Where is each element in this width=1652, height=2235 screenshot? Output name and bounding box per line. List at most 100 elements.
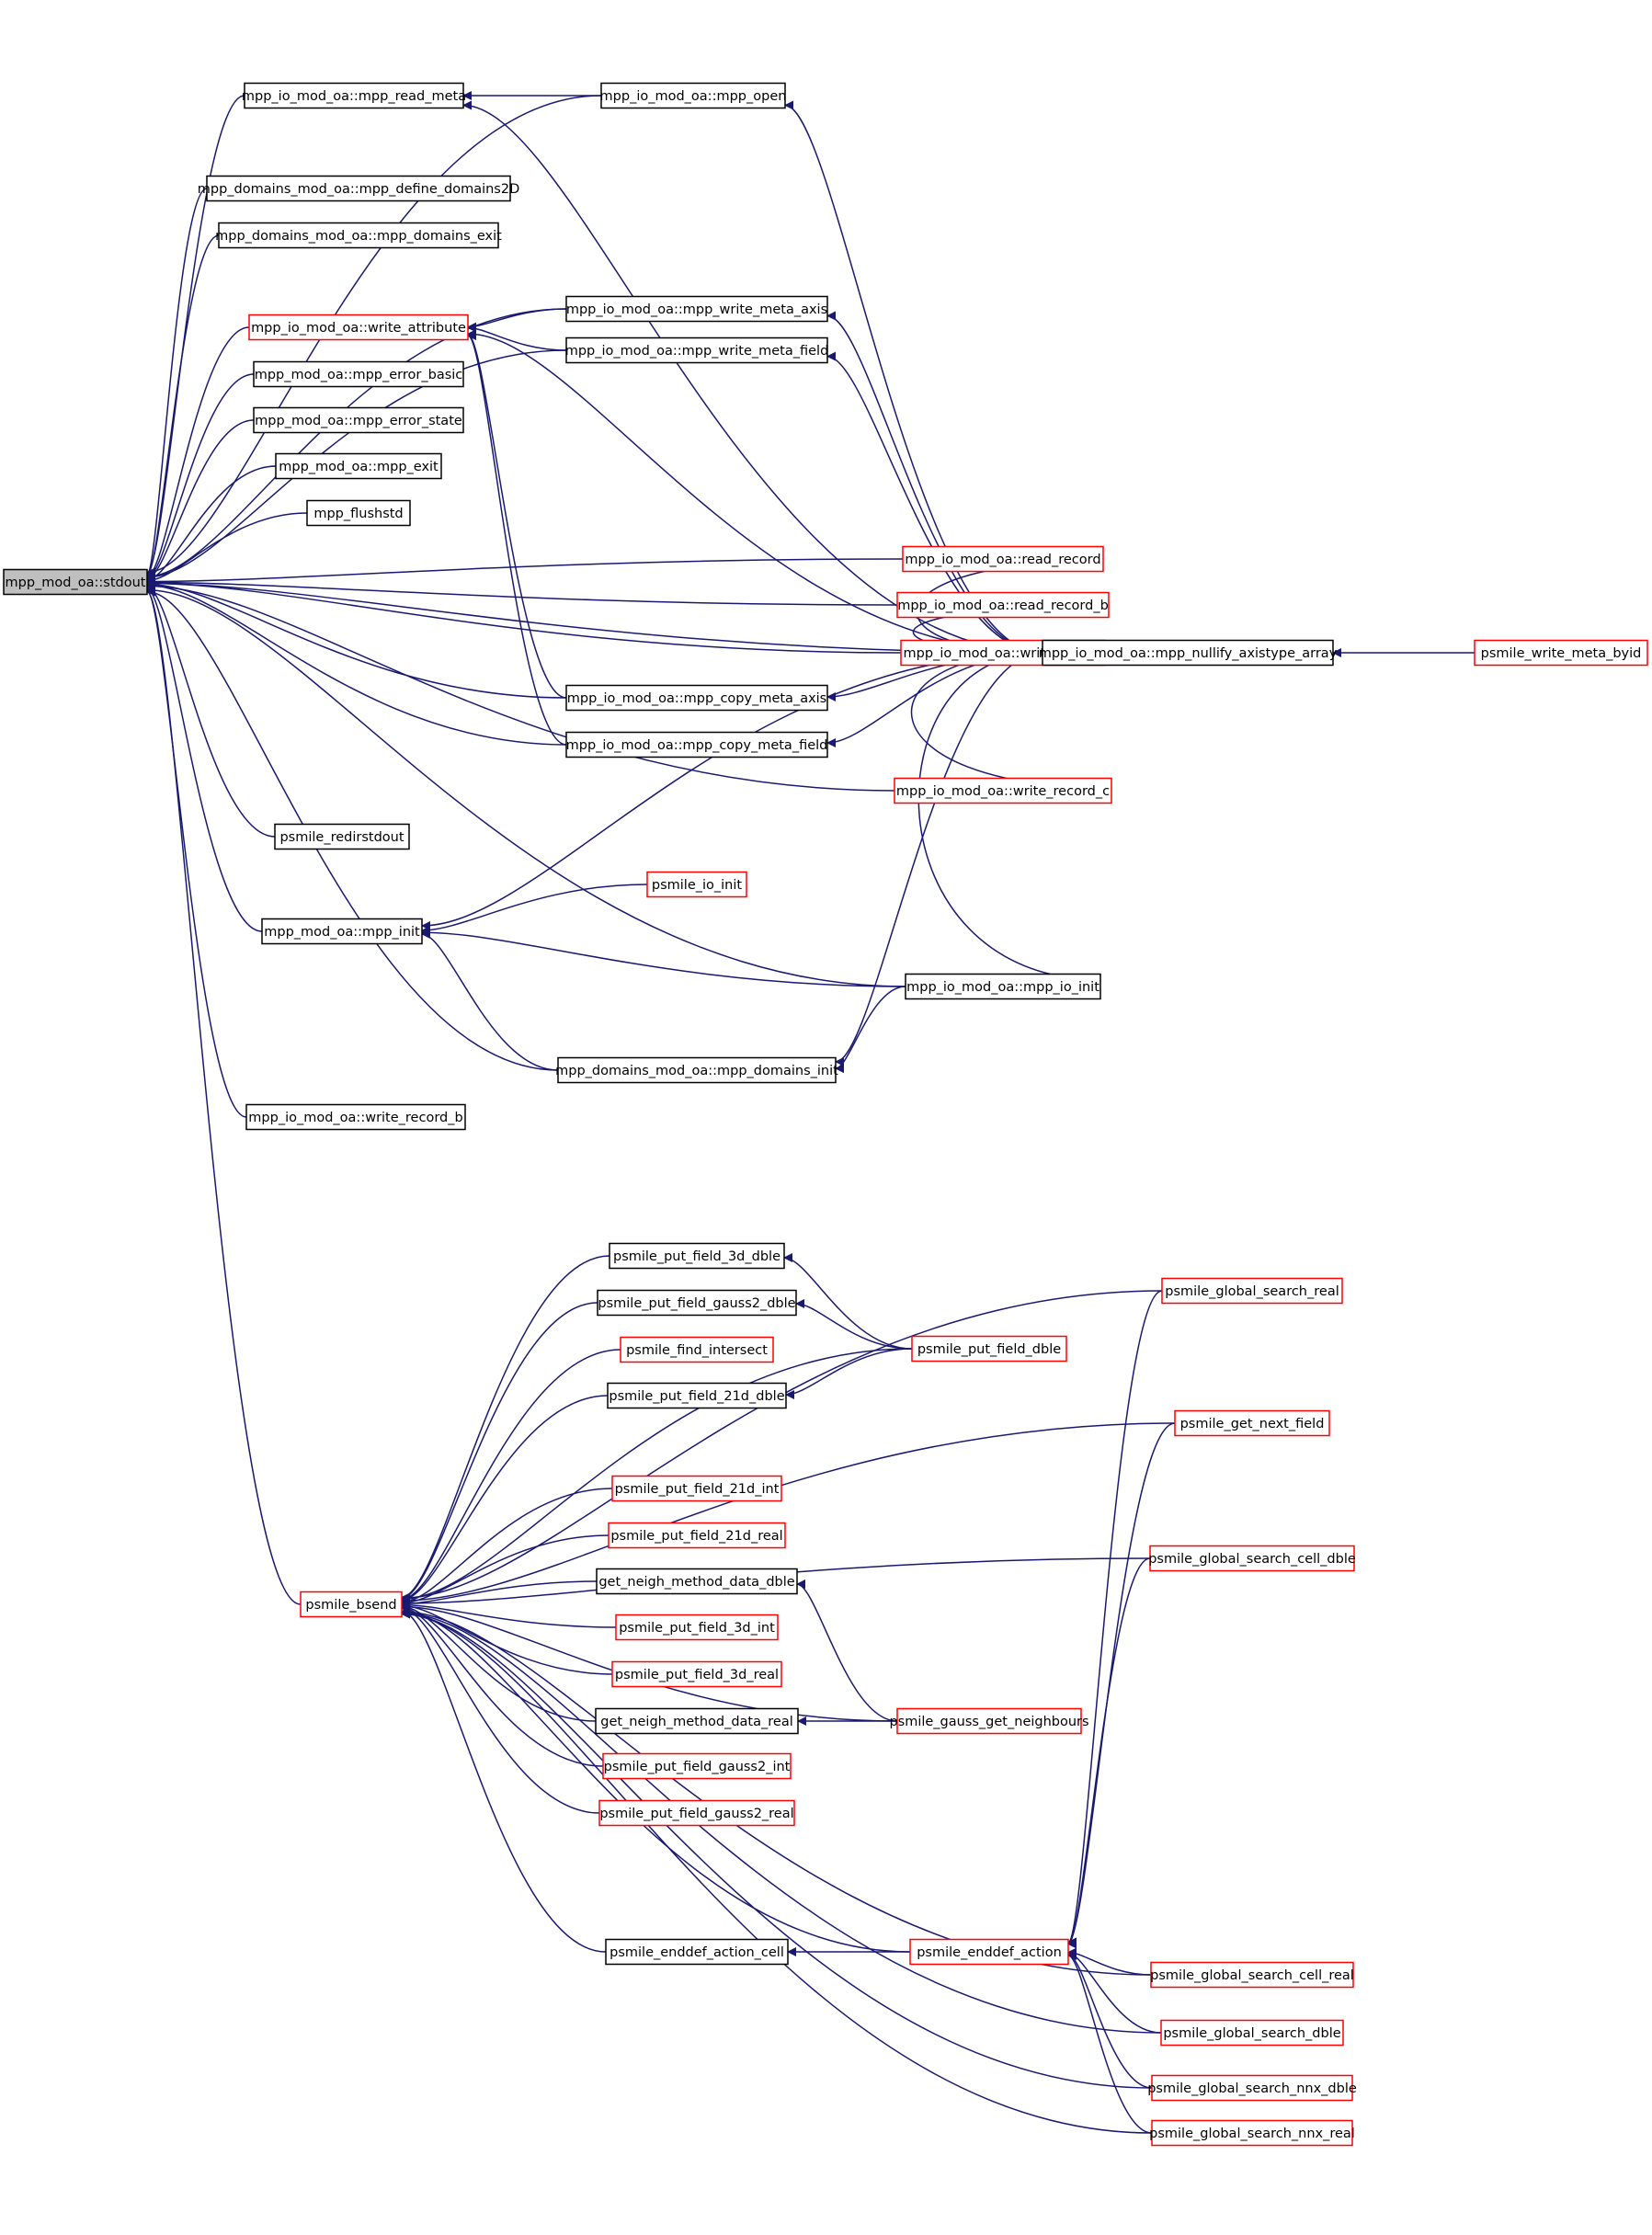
node-mpp_exit[interactable]: mpp_mod_oa::mpp_exit bbox=[275, 452, 442, 480]
node-pf_gauss2_int[interactable]: psmile_put_field_gauss2_int bbox=[602, 1752, 792, 1780]
edge-layer bbox=[146, 91, 1475, 2134]
node-bsend[interactable]: psmile_bsend bbox=[300, 1591, 403, 1618]
edge-write_attribute-to-stdout bbox=[146, 326, 250, 582]
node-find_intersect[interactable]: psmile_find_intersect bbox=[620, 1336, 774, 1363]
node-label: psmile_global_search_nnx_real bbox=[1149, 2127, 1355, 2141]
node-gs_nnx_real[interactable]: psmile_global_search_nnx_real bbox=[1149, 2119, 1355, 2147]
node-error_state[interactable]: mpp_mod_oa::mpp_error_state bbox=[253, 406, 464, 434]
edge-mpp_exit-to-stdout bbox=[146, 465, 277, 585]
node-label: mpp_io_mod_oa::mpp_copy_meta_field bbox=[566, 738, 828, 753]
node-pf_gauss2_dble[interactable]: psmile_put_field_gauss2_dble bbox=[597, 1289, 797, 1317]
node-pf_gauss2_real[interactable]: psmile_put_field_gauss2_real bbox=[598, 1799, 795, 1827]
call-edge bbox=[401, 1580, 598, 1609]
call-edge bbox=[401, 1488, 613, 1607]
node-box bbox=[245, 1103, 466, 1131]
node-label: mpp_io_mod_oa::mpp_write_meta_axis bbox=[566, 302, 827, 317]
edge-gs_nnx_real-to-enddef bbox=[1067, 1951, 1153, 2134]
node-pf_3d_real[interactable]: psmile_put_field_3d_real bbox=[611, 1660, 782, 1688]
node-gs_cell_dble[interactable]: psmile_global_search_cell_dble bbox=[1148, 1545, 1356, 1572]
edge-nullify-to-write_meta_field bbox=[826, 351, 1043, 654]
node-mpp_init[interactable]: mpp_mod_oa::mpp_init bbox=[261, 918, 423, 945]
node-read_record[interactable]: mpp_io_mod_oa::read_record bbox=[902, 545, 1104, 573]
node-write_record_c[interactable]: mpp_io_mod_oa::write_record_c bbox=[894, 777, 1112, 804]
edge-pf_3d_dble-to-bsend bbox=[401, 1255, 610, 1602]
edge-pf_gauss2_int-to-bsend bbox=[401, 1602, 604, 1767]
node-box bbox=[611, 1660, 782, 1688]
edge-gs_real-to-bsend bbox=[401, 1290, 1163, 1603]
node-read_meta[interactable]: mpp_io_mod_oa::mpp_read_meta bbox=[242, 82, 466, 109]
edge-gauss_neigh-to-neigh_dble bbox=[796, 1579, 898, 1722]
node-pf_21d_int[interactable]: psmile_put_field_21d_int bbox=[611, 1475, 782, 1502]
node-write_meta_axis[interactable]: mpp_io_mod_oa::mpp_write_meta_axis bbox=[565, 295, 828, 323]
edge-mpp_io_init-to-mpp_init bbox=[421, 928, 906, 987]
node-mpp_io_init[interactable]: mpp_io_mod_oa::mpp_io_init bbox=[905, 973, 1101, 1000]
node-label: psmile_global_search_cell_real bbox=[1150, 1968, 1354, 1983]
node-neigh_real[interactable]: get_neigh_method_data_real bbox=[595, 1707, 799, 1735]
node-gs_real[interactable]: psmile_global_search_real bbox=[1161, 1277, 1343, 1305]
call-edge bbox=[1067, 1948, 1162, 2034]
node-nullify[interactable]: mpp_io_mod_oa::mpp_nullify_axistype_arra… bbox=[1039, 639, 1338, 667]
node-domains_init[interactable]: mpp_domains_mod_oa::mpp_domains_init bbox=[555, 1056, 838, 1084]
node-label: psmile_redirstdout bbox=[279, 830, 404, 845]
node-write_meta_byid[interactable]: psmile_write_meta_byid bbox=[1474, 639, 1648, 667]
node-put_field_dble[interactable]: psmile_put_field_dble bbox=[911, 1335, 1067, 1363]
edge-gs_nnx_dble-to-bsend bbox=[401, 1609, 1153, 2089]
node-label: psmile_global_search_dble bbox=[1163, 2026, 1340, 2041]
node-redirstdout[interactable]: psmile_redirstdout bbox=[274, 823, 410, 850]
call-edge bbox=[467, 323, 567, 351]
node-pf_3d_int[interactable]: psmile_put_field_3d_int bbox=[615, 1614, 779, 1641]
node-box bbox=[306, 499, 411, 527]
edge-write_meta_axis-to-write_attribute bbox=[467, 308, 567, 332]
node-box bbox=[1474, 639, 1648, 667]
node-label: mpp_io_mod_oa::write_attribute bbox=[251, 321, 466, 336]
node-write_record_b[interactable]: mpp_io_mod_oa::write_record_b bbox=[245, 1103, 466, 1131]
node-domains_exit[interactable]: mpp_domains_mod_oa::mpp_domains_exit bbox=[215, 222, 502, 249]
node-pf_21d_dble[interactable]: psmile_put_field_21d_dble bbox=[607, 1382, 787, 1409]
node-gs_cell_real[interactable]: psmile_global_search_cell_real bbox=[1150, 1961, 1354, 1989]
node-write_attribute[interactable]: mpp_io_mod_oa::write_attribute bbox=[248, 314, 469, 341]
node-label: psmile_global_search_nnx_dble bbox=[1147, 2081, 1357, 2096]
node-enddef[interactable]: psmile_enddef_action bbox=[909, 1938, 1069, 1966]
edge-nullify-to-read_meta bbox=[462, 100, 1043, 654]
call-edge bbox=[146, 465, 277, 585]
node-enddef_cell[interactable]: psmile_enddef_action_cell bbox=[605, 1938, 789, 1966]
node-pf_3d_dble[interactable]: psmile_put_field_3d_dble bbox=[609, 1242, 785, 1270]
node-box bbox=[253, 360, 464, 388]
node-label: mpp_io_mod_oa::mpp_read_meta bbox=[242, 89, 466, 104]
edge-nullify-to-mpp_open bbox=[784, 100, 1043, 654]
node-label: psmile_bsend bbox=[305, 1598, 396, 1613]
node-copy_meta_axis[interactable]: mpp_io_mod_oa::mpp_copy_meta_axis bbox=[565, 684, 828, 712]
node-error_basic[interactable]: mpp_mod_oa::mpp_error_basic bbox=[253, 360, 464, 388]
node-pf_21d_real[interactable]: psmile_put_field_21d_real bbox=[608, 1522, 786, 1549]
node-label: mpp_mod_oa::mpp_error_state bbox=[255, 414, 462, 428]
node-io_init[interactable]: psmile_io_init bbox=[646, 871, 747, 898]
edge-enddef-to-bsend bbox=[401, 1606, 911, 1953]
node-gs_dble[interactable]: psmile_global_search_dble bbox=[1160, 2019, 1344, 2047]
node-write_meta_field[interactable]: mpp_io_mod_oa::mpp_write_meta_field bbox=[565, 336, 829, 364]
call-edge bbox=[401, 1609, 1153, 2134]
call-edge bbox=[785, 1348, 913, 1399]
node-label: psmile_put_field_gauss2_real bbox=[599, 1807, 793, 1821]
node-box bbox=[896, 1707, 1082, 1735]
node-define_domains2D[interactable]: mpp_domains_mod_oa::mpp_define_domains2D bbox=[198, 175, 520, 202]
node-box bbox=[1149, 1545, 1355, 1572]
node-get_next_field[interactable]: psmile_get_next_field bbox=[1174, 1409, 1330, 1437]
edge-gs_cell_dble-to-enddef bbox=[1067, 1557, 1151, 1949]
node-label: mpp_domains_mod_oa::mpp_domains_exit bbox=[215, 229, 502, 244]
node-gauss_neigh[interactable]: psmile_gauss_get_neighbours bbox=[889, 1707, 1089, 1735]
node-read_record_b[interactable]: mpp_io_mod_oa::read_record_b bbox=[896, 591, 1110, 619]
edge-find_intersect-to-bsend bbox=[401, 1349, 621, 1604]
call-edge bbox=[146, 512, 308, 586]
edge-put_field_dble-to-bsend bbox=[401, 1348, 913, 1604]
node-mpp_open[interactable]: mpp_io_mod_oa::mpp_open bbox=[600, 82, 787, 109]
node-stdout[interactable]: mpp_mod_oa::stdout bbox=[3, 568, 148, 596]
node-flushstd[interactable]: mpp_flushstd bbox=[306, 499, 411, 527]
node-gs_nnx_dble[interactable]: psmile_global_search_nnx_dble bbox=[1147, 2074, 1357, 2102]
call-edge bbox=[401, 1600, 617, 1628]
call-edge bbox=[146, 582, 276, 838]
node-neigh_dble[interactable]: get_neigh_method_data_dble bbox=[596, 1568, 798, 1595]
node-copy_meta_field[interactable]: mpp_io_mod_oa::mpp_copy_meta_field bbox=[565, 731, 828, 758]
edge-read_record_b-to-stdout bbox=[146, 577, 898, 606]
edge-flushstd-to-stdout bbox=[146, 512, 308, 586]
node-label: psmile_put_field_21d_int bbox=[615, 1482, 780, 1497]
